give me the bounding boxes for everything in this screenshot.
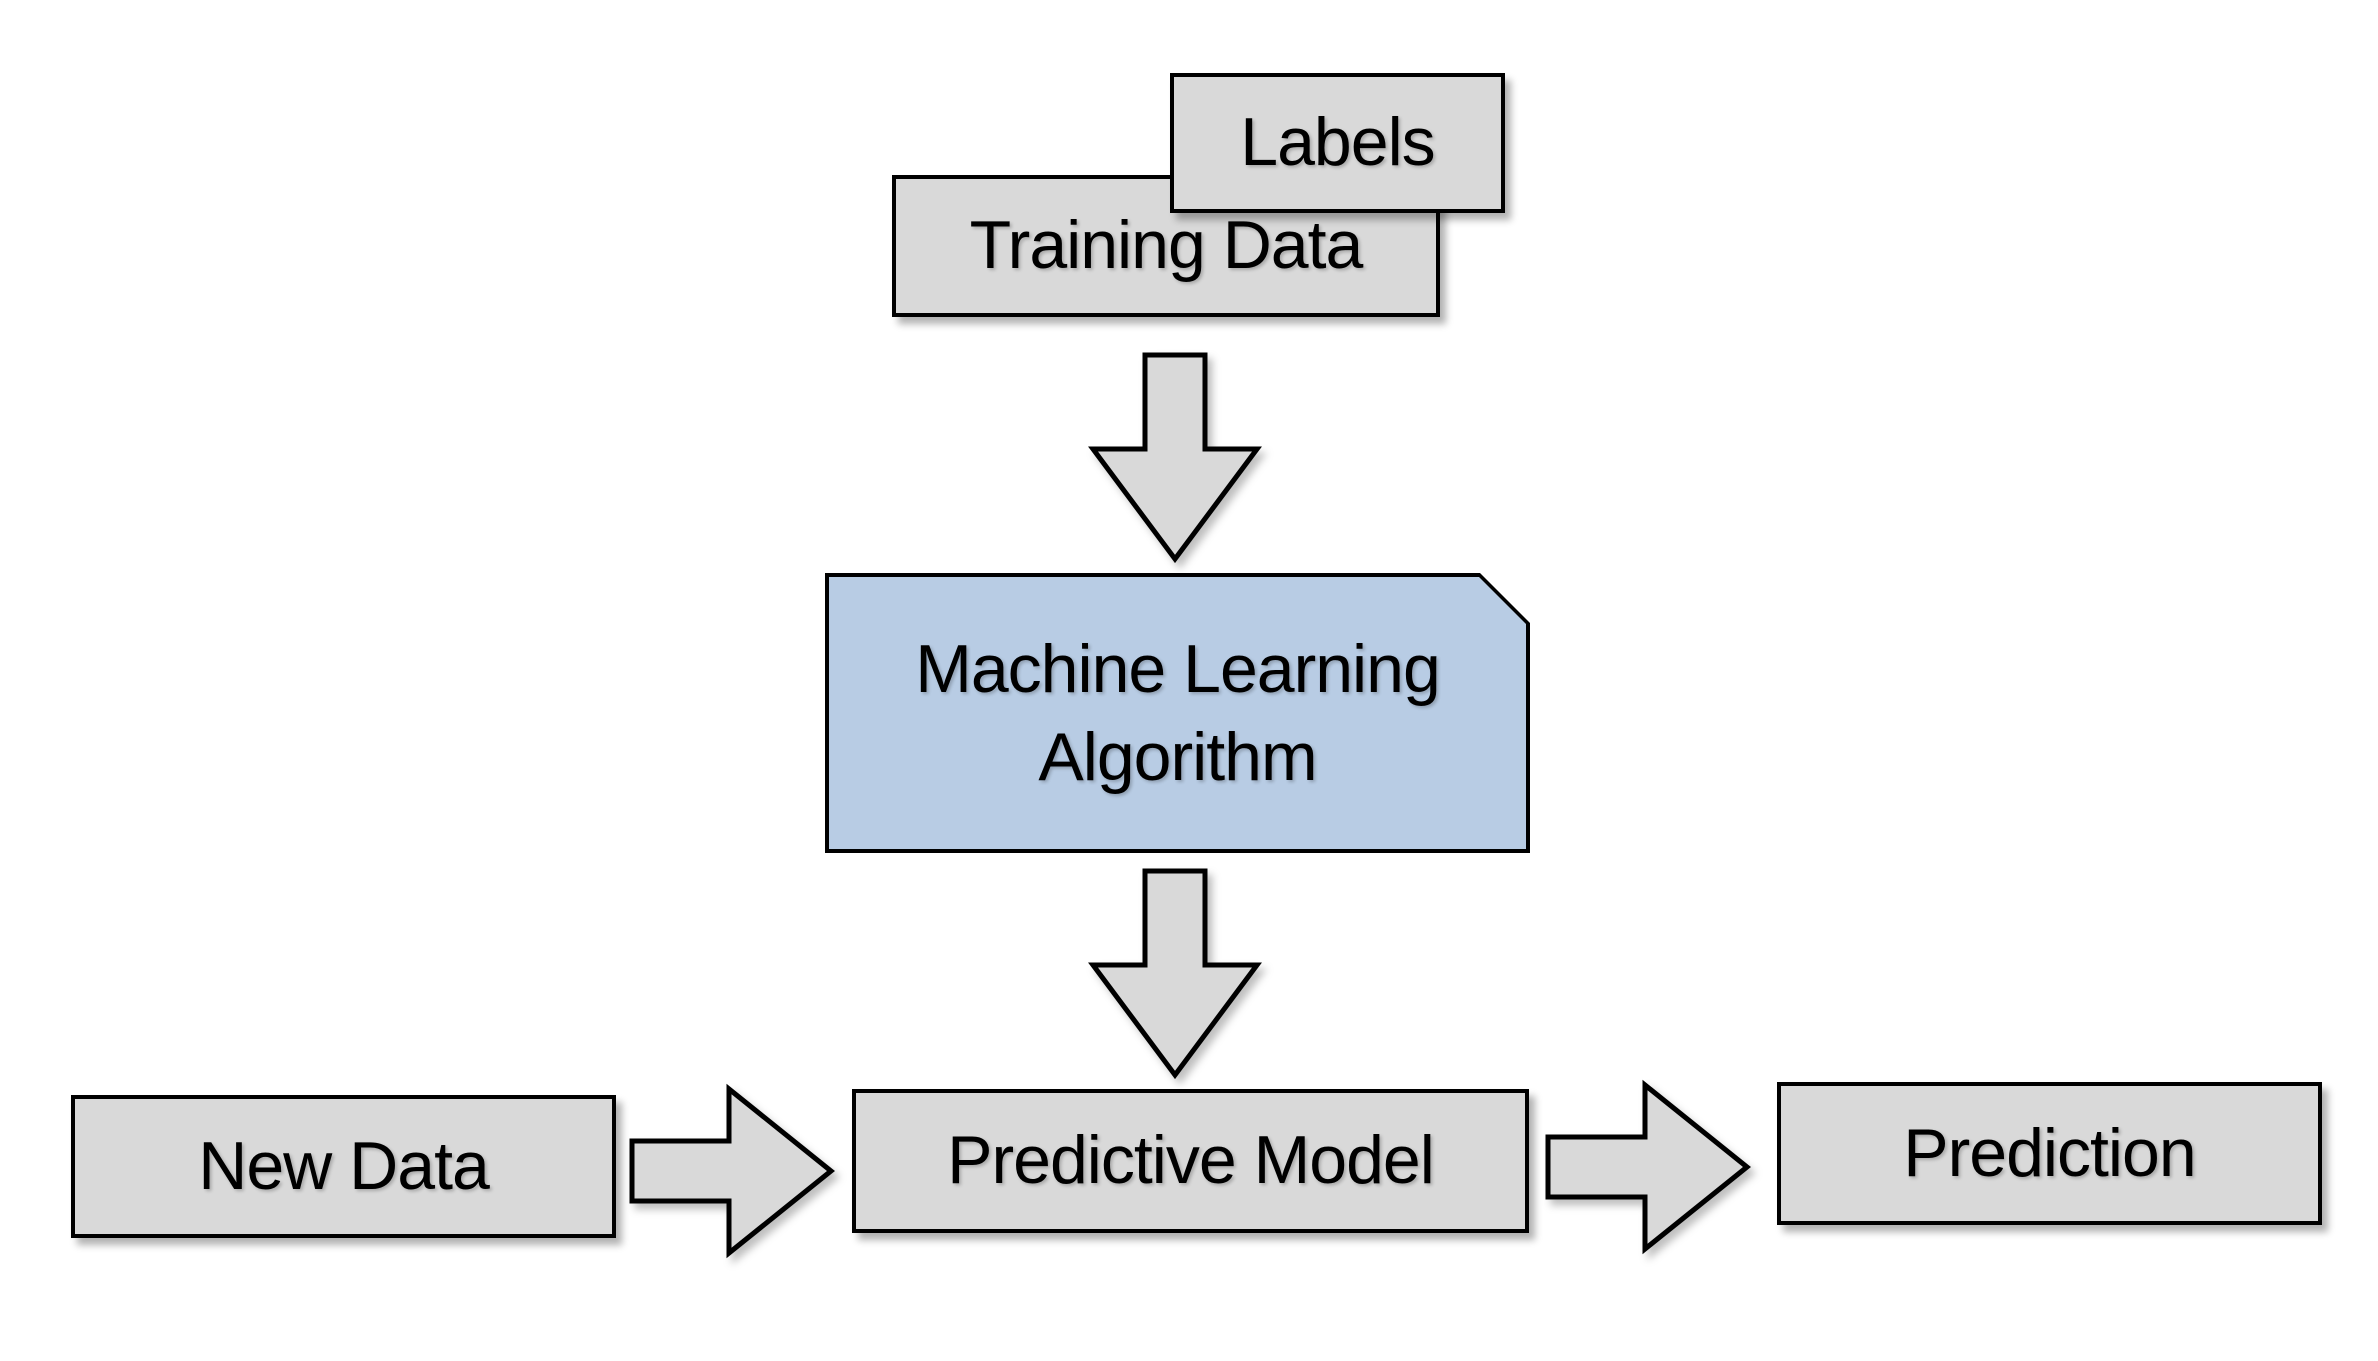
right-arrow-icon — [629, 1083, 835, 1259]
ml-algorithm-label-line1: Machine Learning — [915, 630, 1440, 707]
right-arrow-newdata-to-model — [629, 1083, 835, 1259]
down-arrow-training-to-algorithm — [1088, 352, 1262, 564]
ml-algorithm-box: Machine Learning Algorithm — [825, 573, 1530, 853]
new-data-box: New Data — [71, 1095, 616, 1238]
labels-box: Labels — [1170, 73, 1505, 213]
down-arrow-algorithm-to-model — [1088, 868, 1262, 1080]
ml-algorithm-label-line2: Algorithm — [1038, 719, 1317, 795]
predictive-model-box: Predictive Model — [852, 1089, 1529, 1233]
new-data-label: New Data — [198, 1127, 490, 1204]
training-data-label: Training Data — [969, 207, 1364, 284]
prediction-box: Prediction — [1777, 1082, 2322, 1225]
down-arrow-icon — [1088, 352, 1262, 564]
ml-algorithm-box-fill: Machine Learning Algorithm — [829, 577, 1526, 849]
right-arrow-model-to-prediction — [1545, 1079, 1751, 1255]
down-arrow-icon — [1088, 868, 1262, 1080]
right-arrow-icon — [1545, 1079, 1751, 1255]
prediction-label: Prediction — [1903, 1114, 2196, 1191]
predictive-model-label: Predictive Model — [947, 1122, 1435, 1199]
labels-label: Labels — [1240, 104, 1435, 181]
